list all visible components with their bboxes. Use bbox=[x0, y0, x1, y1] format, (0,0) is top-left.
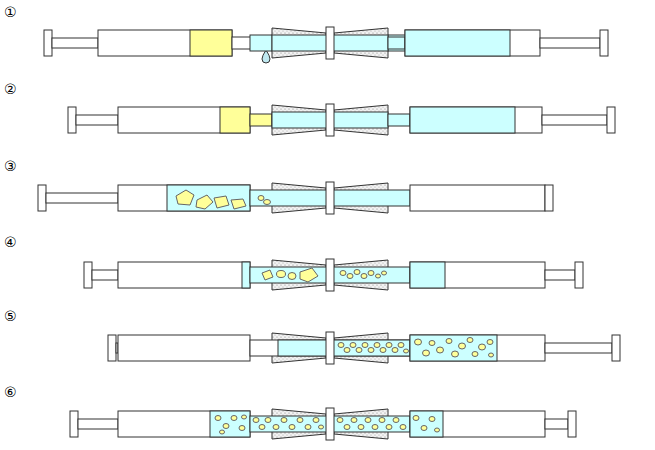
callout-number: ① bbox=[4, 4, 17, 20]
callout-number: ② bbox=[4, 81, 17, 97]
callout-number: ④ bbox=[4, 234, 17, 250]
callout-number: ③ bbox=[4, 158, 17, 174]
callout-number: ⑥ bbox=[4, 384, 17, 400]
callout-number: ⑤ bbox=[4, 308, 17, 324]
